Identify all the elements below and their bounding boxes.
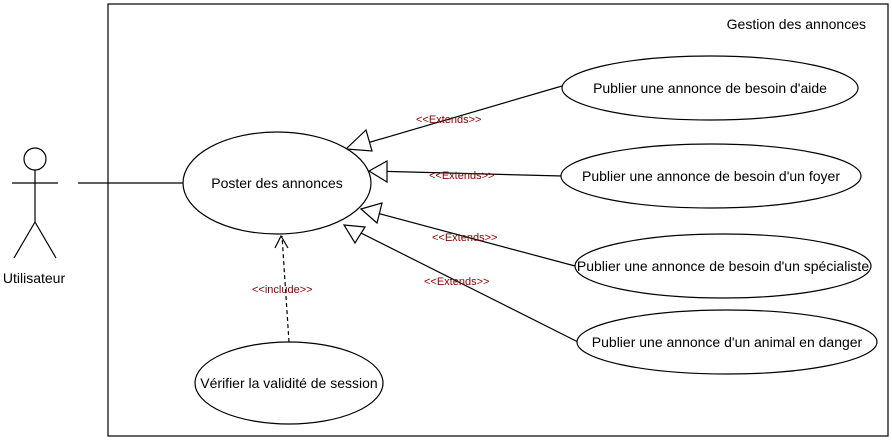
extends-line-animal — [344, 224, 579, 343]
use-case-aide-label: Publier une annonce de besoin d'aide — [593, 80, 827, 96]
actor-head — [23, 147, 47, 171]
use-case-main-label: Poster des annonces — [211, 175, 343, 191]
use-case-session[interactable]: Vérifier la validité de session — [194, 341, 384, 425]
arrowhead-animal — [342, 224, 367, 245]
system-name: Gestion des annonces — [727, 16, 866, 32]
use-case-session-oval — [194, 341, 384, 425]
actor-utilisateur[interactable]: Utilisateur — [3, 147, 66, 286]
arrowhead-specialiste — [359, 202, 383, 225]
actor-right-leg — [34, 221, 57, 259]
extends-label-specialiste: <<Extends>> — [432, 232, 497, 244]
extends-label-aide: <<Extends>> — [416, 114, 481, 126]
actor-label: Utilisateur — [3, 270, 66, 286]
use-case-animal-label: Publier une annonce d'un animal en dange… — [592, 334, 863, 350]
use-case-main-oval — [182, 131, 372, 235]
extends-line-specialiste — [361, 208, 576, 267]
extends-line-aide — [356, 85, 563, 147]
use-case-session-label: Vérifier la validité de session — [200, 375, 377, 391]
use-case-foyer-label: Publier une annonce de besoin d'un foyer — [582, 168, 840, 184]
arrowhead-aide — [344, 128, 373, 152]
use-case-foyer[interactable]: Publier une annonce de besoin d'un foyer — [560, 143, 862, 209]
use-case-main[interactable]: Poster des annonces — [182, 131, 372, 235]
extends-label-foyer: <<Extends>> — [429, 170, 494, 182]
include-arrowhead — [274, 234, 289, 249]
extends-label-animal: <<Extends>> — [424, 276, 489, 288]
include-label: <<include>> — [252, 284, 313, 296]
use-case-aide[interactable]: Publier une annonce de besoin d'aide — [561, 55, 859, 121]
actor-left-leg — [13, 221, 36, 259]
use-case-animal-oval — [576, 309, 878, 375]
use-case-specialiste-oval — [574, 233, 872, 299]
include-line — [281, 235, 290, 343]
use-case-aide-oval — [561, 55, 859, 121]
use-case-foyer-oval — [560, 143, 862, 209]
use-case-animal[interactable]: Publier une annonce d'un animal en dange… — [576, 309, 878, 375]
arrowhead-foyer — [367, 159, 388, 184]
use-case-specialiste[interactable]: Publier une annonce de besoin d'un spéci… — [574, 233, 872, 299]
use-case-specialiste-label: Publier une annonce de besoin d'un spéci… — [577, 258, 869, 274]
extends-line-foyer — [369, 170, 563, 177]
